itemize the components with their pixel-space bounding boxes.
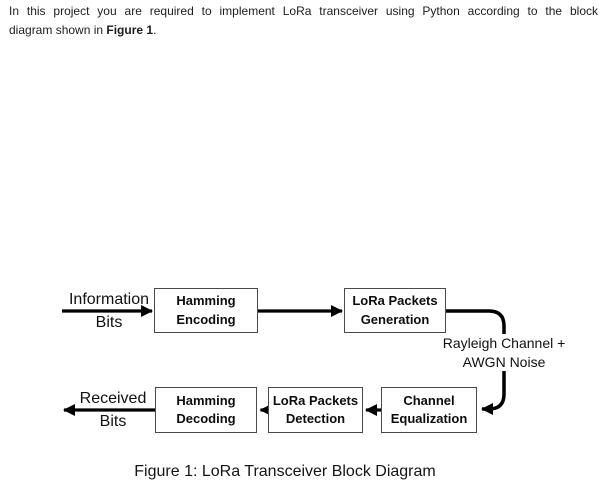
received-bits-label-line1: Received	[79, 390, 147, 407]
block-lora-packets-generation: LoRa Packets Generation	[344, 288, 446, 333]
block-hamming-encoding-line2: Encoding	[176, 311, 236, 327]
figure-reference: Figure 1	[106, 22, 154, 37]
block-hamming-decoding-line1: Hamming	[176, 392, 236, 408]
block-lora-packets-generation-line1: LoRa Packets	[352, 293, 438, 308]
paragraph-line-1: In this project you are required to impl…	[9, 4, 598, 18]
block-lora-packets-detection-line2: Detection	[285, 411, 346, 426]
intro-paragraph: In this project you are required to impl…	[9, 2, 598, 39]
block-hamming-encoding-line1: Hamming	[176, 293, 236, 308]
block-lora-packets-detection-line1: LoRa Packets	[272, 392, 359, 408]
information-bits-label: Information Bits	[49, 288, 169, 334]
received-bits-label: Received Bits	[53, 387, 173, 433]
block-hamming-decoding-line2: Decoding	[176, 411, 236, 426]
block-channel-equalization-line2: Equalization	[390, 411, 468, 426]
paragraph-line-2: diagram shown in Figure 1.	[9, 21, 598, 40]
rayleigh-channel-label: Rayleigh Channel + AWGN Noise	[439, 334, 569, 371]
figure-caption: Figure 1: LoRa Transceiver Block Diagram	[134, 463, 436, 480]
block-channel-equalization-line1: Channel	[403, 392, 455, 408]
information-bits-label-line2: Bits	[95, 314, 123, 331]
block-hamming-decoding: Hamming Decoding	[155, 387, 257, 433]
rayleigh-channel-label-line2: AWGN Noise	[462, 353, 546, 370]
rayleigh-channel-label-line1: Rayleigh Channel +	[442, 335, 566, 351]
paragraph-line-2-text: diagram shown in	[9, 22, 107, 37]
received-bits-label-line2: Bits	[99, 413, 127, 430]
paragraph-period: .	[153, 22, 157, 37]
information-bits-label-line1: Information	[68, 291, 150, 308]
block-hamming-encoding: Hamming Encoding	[154, 288, 258, 333]
block-channel-equalization: Channel Equalization	[381, 387, 477, 433]
block-lora-packets-generation-line2: Generation	[360, 311, 430, 327]
block-lora-packets-detection: LoRa Packets Detection	[268, 387, 363, 433]
